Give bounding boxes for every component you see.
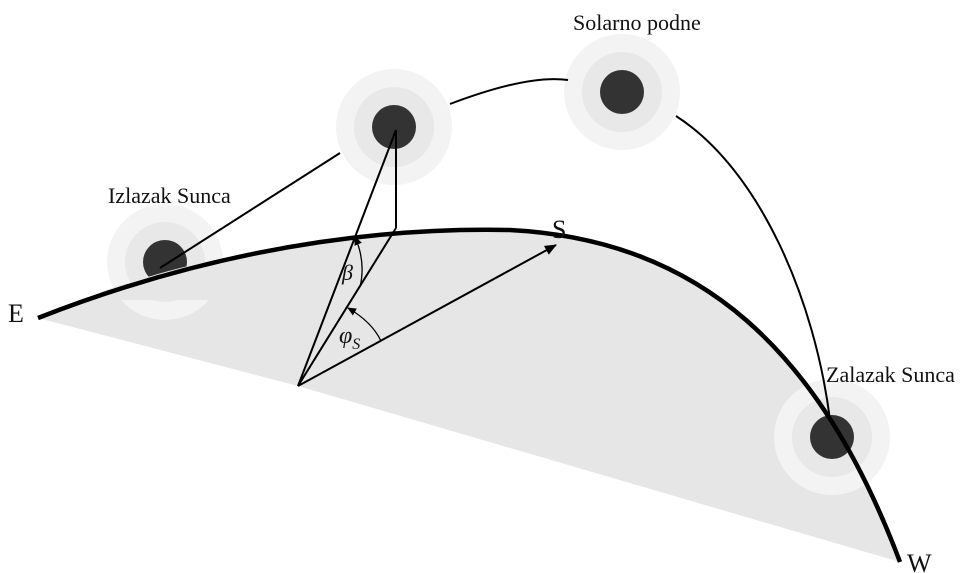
horizontal-projection-line (297, 227, 397, 387)
label-sunrise: Izlazak Sunca (108, 183, 231, 208)
horizon-curve (37, 227, 903, 563)
south-arrow (297, 244, 557, 387)
label-phi: φS (339, 323, 360, 353)
ground-plane (38, 229, 900, 562)
sun-solar-noon (564, 34, 680, 150)
sun-sunset (774, 379, 890, 495)
label-beta: β (341, 260, 353, 285)
label-south: S (552, 215, 566, 244)
label-west: W (907, 549, 932, 573)
sun-ray-line (297, 129, 397, 387)
label-solar-noon: Solarno podne (573, 10, 701, 35)
sun-path-arc (159, 78, 831, 421)
label-sunset: Zalazak Sunca (826, 362, 955, 387)
label-east: E (8, 299, 24, 328)
azimuth-angle-arc (347, 307, 382, 342)
label-phi-symbol: φ (339, 323, 352, 349)
label-phi-subscript: S (352, 336, 360, 353)
sun-morning (336, 69, 452, 185)
altitude-angle-arc (354, 236, 363, 288)
